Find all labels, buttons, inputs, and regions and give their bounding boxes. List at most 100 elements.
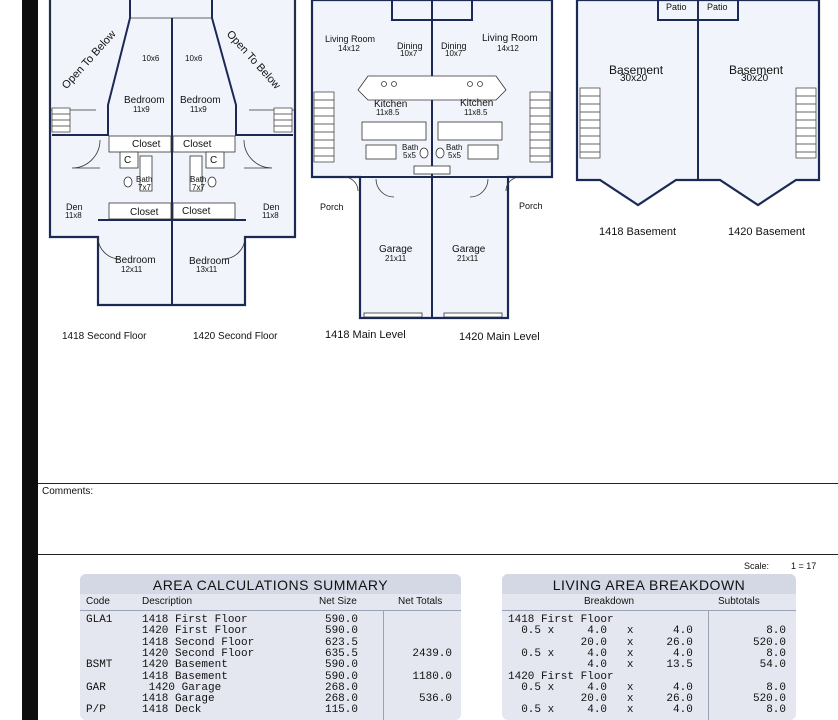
room-kitchen-r-dim: 11x8.5 (464, 108, 488, 117)
room-dining-l: Dining (397, 41, 423, 51)
label-c-right: C (210, 155, 218, 166)
area-row-description: 1420 Basement (142, 659, 228, 672)
area-row-net-size: 590.0 (324, 625, 358, 638)
room-closet-3: Closet (130, 207, 159, 218)
room-bedroom-bl: Bedroom (115, 255, 156, 266)
room-bedroom-br: Bedroom (189, 256, 230, 267)
room-bedroom-tr-dim: 11x9 (190, 105, 207, 114)
area-row-net-total: 536.0 (418, 693, 452, 706)
area-row-description: 1418 Deck (142, 704, 202, 717)
floor-plan-sketch: .wall { fill:#f1f5fb; stroke:#1a2a55; st… (48, 0, 821, 320)
area-row-description: 1420 Second Floor (142, 647, 255, 660)
area-row-code: GAR (86, 681, 106, 694)
living-row-breakdown: 0.5 x 4.0 x 4.0 (508, 647, 693, 660)
area-row-net-size: 590.0 (324, 614, 358, 626)
room-den-r-dim: 11x8 (262, 211, 279, 220)
room-kitchen-l: Kitchen (374, 99, 408, 110)
living-row-breakdown: 0.5 x 4.0 x 4.0 (508, 625, 693, 638)
second-floor-plan (48, 0, 297, 307)
room-basement-r: Basement (729, 63, 784, 77)
area-row-code: P/P (86, 704, 106, 717)
room-bedroom-bl-dim: 12x11 (121, 265, 143, 274)
room-basement-l: Basement (609, 63, 664, 77)
area-col-net-size: Net Size (319, 596, 357, 607)
area-row-description: 1418 Basement (142, 670, 228, 683)
scale-value: 1 = 17 (791, 561, 817, 571)
area-row-description: 1418 Second Floor (142, 636, 255, 649)
room-living-l-dim: 14x12 (338, 44, 360, 53)
room-bedroom-br-dim: 13x11 (196, 265, 218, 274)
room-dining-l-dim: 10x7 (400, 49, 418, 58)
room-garage-r-dim: 21x11 (457, 254, 479, 263)
area-row-net-size: 635.5 (324, 647, 358, 660)
room-closet-4: Closet (182, 206, 211, 217)
caption-1418-main-level: 1418 Main Level (325, 329, 406, 341)
room-living-r-dim: 14x12 (497, 44, 519, 53)
area-col-code: Code (86, 596, 110, 607)
area-row-net-size: 268.0 (324, 693, 358, 706)
room-den-r: Den (263, 202, 280, 212)
area-row-description: 1418 First Floor (142, 614, 248, 626)
room-closet-2: Closet (183, 139, 212, 150)
divider-comments-top (38, 483, 838, 484)
living-row-subtotal: 8.0 (766, 704, 786, 717)
area-row-code: GLA1 (86, 614, 113, 626)
section-sidebar-label: IMPROVEMENTS SKETCH (11, 131, 22, 263)
living-row-subtotal: 8.0 (766, 647, 786, 660)
living-row-subtotal: 8.0 (766, 681, 786, 694)
area-summary-panel: AREA CALCULATIONS SUMMARY Code Descripti… (80, 574, 461, 720)
main-level-plan (310, 0, 554, 320)
area-row-net-total: 2439.0 (412, 647, 452, 660)
room-patio-r: Patio (707, 2, 728, 12)
caption-1418-basement: 1418 Basement (599, 226, 677, 238)
area-col-net-totals: Net Totals (398, 596, 443, 607)
room-bath-main-r: Bath (446, 143, 463, 152)
living-row-subtotal: 8.0 (766, 625, 786, 638)
room-patio-l: Patio (666, 2, 687, 12)
area-row-code: BSMT (86, 659, 113, 672)
living-row-subtotal: 520.0 (752, 693, 786, 706)
living-col-breakdown: Breakdown (584, 596, 635, 607)
caption-1420-main-level: 1420 Main Level (459, 331, 540, 343)
basement-plan (575, 0, 821, 207)
room-den-l: Den (66, 202, 83, 212)
area-row-description: 1420 Garage (142, 681, 222, 694)
area-row-description: 1418 Garage (142, 693, 215, 706)
area-col-description: Description (142, 596, 193, 607)
room-bedroom-tr: Bedroom (180, 95, 221, 106)
room-bath-l: Bath (136, 175, 153, 184)
caption-1420-second-floor: 1420 Second Floor (193, 331, 278, 342)
living-row-breakdown: 4.0 x 13.5 (508, 659, 693, 672)
room-dim-10x6-left: 10x6 (142, 54, 160, 63)
area-row-net-size: 623.5 (324, 636, 358, 649)
area-row-description: 1420 First Floor (142, 625, 248, 638)
room-closet-1: Closet (132, 139, 161, 150)
living-row-breakdown: 20.0 x 26.0 (508, 636, 693, 649)
room-dining-r-dim: 10x7 (445, 49, 463, 58)
living-row-breakdown: 20.0 x 26.0 (508, 693, 693, 706)
room-basement-r-dim: 30x20 (741, 73, 769, 84)
room-dim-10x6-right: 10x6 (185, 54, 203, 63)
comments-label: Comments: (42, 486, 94, 497)
living-row-breakdown: 1418 First Floor (508, 614, 614, 626)
room-bath-main-l: Bath (402, 143, 419, 152)
room-garage-l: Garage (379, 244, 413, 255)
section-sidebar (22, 0, 38, 720)
living-row-breakdown: 1420 First Floor (508, 670, 614, 683)
room-living-l: Living Room (325, 34, 376, 44)
room-garage-r: Garage (452, 244, 486, 255)
room-den-l-dim: 11x8 (65, 211, 82, 220)
area-summary-title: AREA CALCULATIONS SUMMARY (152, 577, 389, 593)
living-row-subtotal: 54.0 (759, 659, 786, 672)
area-row-net-size: 590.0 (324, 659, 358, 672)
scale-label: Scale: (744, 561, 770, 571)
room-bedroom-tl-dim: 11x9 (133, 105, 150, 114)
room-dining-r: Dining (441, 41, 467, 51)
caption-1418-second-floor: 1418 Second Floor (62, 331, 147, 342)
room-basement-l-dim: 30x20 (620, 73, 648, 84)
room-bath-r: Bath (190, 175, 207, 184)
room-bath-r-dim: 7x7 (192, 183, 205, 192)
area-row-net-total: 1180.0 (412, 670, 452, 683)
room-bath-l-dim: 7x7 (138, 183, 151, 192)
room-kitchen-r: Kitchen (460, 98, 494, 109)
